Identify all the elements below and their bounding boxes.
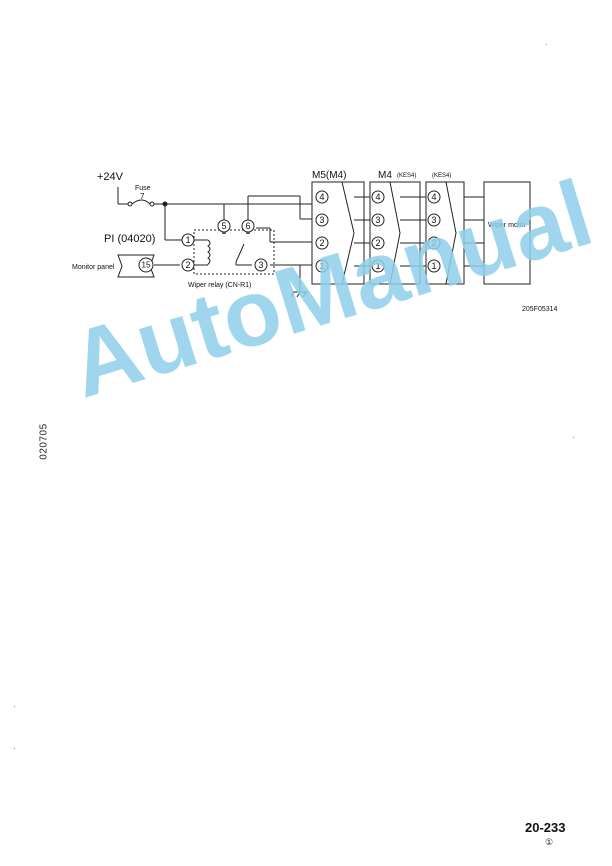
relay-pin-1: 1 [185, 235, 190, 245]
connector-p1-label: PI (04020) [104, 233, 155, 245]
figure-code: 205F05314 [522, 306, 558, 313]
side-code: 020705 [38, 423, 50, 460]
kes4-pin-1: 1 [431, 261, 436, 271]
page-number: 20-233 [525, 820, 566, 835]
scan-speck [546, 44, 547, 45]
m5-pin-1: 1 [319, 261, 324, 271]
kes4-pin-2: 2 [431, 238, 436, 248]
wiper-motor-label: Wiper motor [488, 222, 527, 229]
m5-pin-4: 4 [319, 192, 324, 202]
connector-m5-label: M5(M4) [312, 170, 346, 181]
relay-pin-3: 3 [258, 260, 263, 270]
connector-kes4-label: (KES4) [432, 173, 451, 179]
relay-pin-6: 6 [245, 221, 250, 231]
kes4-pin-4: 4 [431, 192, 436, 202]
m4-pin-2: 2 [375, 238, 380, 248]
scan-speck [573, 437, 574, 438]
connector-m4-label: M4 [378, 170, 392, 181]
fuse-number: 7 [140, 192, 145, 201]
monitor-pin: 15 [142, 261, 151, 270]
m4-pin-4: 4 [375, 192, 380, 202]
relay-pin-5: 5 [221, 221, 226, 231]
relay-pin-2: 2 [185, 260, 190, 270]
monitor-panel-label: Monitor panel [72, 264, 115, 271]
fuse-label: Fuse [135, 185, 151, 192]
m5-pin-3: 3 [319, 215, 324, 225]
connector-m4-sub: (KES4) [397, 173, 416, 179]
scan-speck [14, 706, 15, 707]
m4-pin-3: 3 [375, 215, 380, 225]
m4-pin-1: 1 [375, 261, 380, 271]
m5-pin-2: 2 [319, 238, 324, 248]
relay-label: Wiper relay (CN-R1) [188, 282, 251, 289]
kes4-pin-3: 3 [431, 215, 436, 225]
scan-speck [14, 748, 15, 749]
supply-label: +24V [97, 171, 124, 183]
revision-mark: ① [545, 837, 554, 847]
